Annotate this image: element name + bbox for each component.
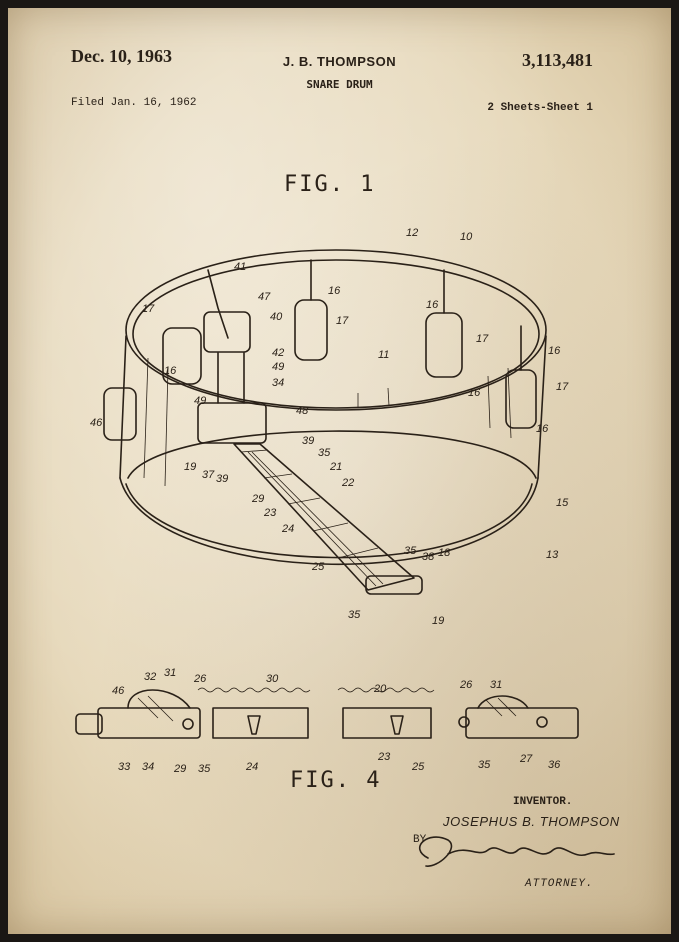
inventor-label: INVENTOR. (513, 796, 573, 808)
reference-numeral: 47 (258, 291, 271, 303)
reference-numeral: 46 (90, 417, 103, 429)
reference-numeral: 35 (404, 545, 417, 557)
reference-numeral: 32 (144, 671, 156, 683)
reference-numeral: 35 (478, 759, 491, 771)
attorney-signature-stroke (419, 836, 615, 867)
reference-numeral: 35 (318, 447, 331, 459)
reference-numeral: 16 (468, 387, 481, 399)
inventor-name: JOSEPHUS B. THOMPSON (443, 814, 620, 829)
reference-numeral: 30 (266, 673, 279, 685)
reference-numeral: 49 (272, 361, 284, 373)
reference-numeral: 31 (164, 667, 176, 679)
reference-numeral: 39 (302, 435, 314, 447)
reference-numeral: 42 (272, 347, 284, 359)
reference-numeral: 22 (341, 477, 354, 489)
reference-numeral: 29 (173, 763, 186, 775)
reference-numeral: 11 (378, 349, 389, 361)
reference-numeral: 33 (118, 761, 131, 773)
lug (103, 387, 137, 441)
reference-numeral: 23 (377, 751, 391, 763)
reference-numeral: 16 (426, 299, 439, 311)
by-label: BY (413, 834, 427, 846)
reference-numeral: 16 (164, 365, 177, 377)
reference-numeral: 17 (336, 315, 349, 327)
fig1-label: FIG. 1 (284, 172, 376, 197)
reference-numeral: 26 (459, 679, 473, 691)
reference-numeral: 38 (422, 551, 435, 563)
fig4-drawing (75, 687, 579, 739)
reference-numeral: 41 (234, 261, 246, 273)
reference-numeral: 20 (373, 683, 387, 695)
reference-numeral: 21 (329, 461, 342, 473)
reference-numeral: 34 (272, 377, 284, 389)
filed-date: Filed Jan. 16, 1962 (71, 97, 197, 109)
patent-date: Dec. 10, 1963 (71, 46, 172, 66)
inventor-header: J. B. THOMPSON (282, 54, 397, 69)
reference-numeral: 10 (460, 231, 473, 243)
reference-numeral: 27 (519, 753, 533, 765)
reference-numeral: 19 (432, 615, 444, 627)
fig4-label: FIG. 4 (290, 768, 382, 793)
reference-numeral: 36 (548, 759, 561, 771)
patent-title: SNARE DRUM (306, 78, 373, 91)
reference-numeral: 29 (251, 493, 264, 505)
lug (294, 299, 328, 361)
reference-numeral: 16 (328, 285, 341, 297)
reference-numeral: 35 (198, 763, 211, 775)
reference-numeral: 23 (263, 507, 277, 519)
fig4-reference-numerals: 46 32 31 26 30 20 26 31 33 34 29 35 24 23 25 35 27 36 (112, 667, 561, 775)
reference-numeral: 35 (348, 609, 361, 621)
reference-numeral: 15 (556, 497, 569, 509)
reference-numeral: 13 (546, 549, 559, 561)
attorney-label: ATTORNEY. (525, 878, 594, 890)
reference-numeral: 37 (202, 469, 215, 481)
reference-numeral: 17 (476, 333, 489, 345)
reference-numeral: 25 (311, 561, 325, 573)
tension-lugs (103, 259, 537, 441)
patent-number: 3,113,481 (521, 50, 593, 70)
reference-numeral: 24 (245, 761, 258, 773)
reference-numeral: 39 (216, 473, 228, 485)
reference-numeral: 24 (281, 523, 294, 535)
reference-numeral: 46 (112, 685, 125, 697)
reference-numeral: 18 (438, 547, 451, 559)
reference-numeral: 16 (548, 345, 561, 357)
patent-sheet: Dec. 10, 1963 J. B. THOMPSON SNARE DRUM … (8, 8, 671, 934)
sheet-count: 2 Sheets-Sheet 1 (487, 102, 593, 114)
fig1-reference-numerals: 10 12 41 47 40 16 17 11 42 49 34 48 16 17 16 17 16 17 16 46… (90, 227, 569, 627)
reference-numeral: 34 (142, 761, 154, 773)
reference-numeral: 48 (296, 405, 309, 417)
lug (425, 312, 463, 378)
reference-numeral: 19 (184, 461, 196, 473)
reference-numeral: 26 (193, 673, 207, 685)
reference-numeral: 17 (142, 303, 155, 315)
reference-numeral: 25 (411, 761, 425, 773)
reference-numeral: 40 (270, 311, 283, 323)
reference-numeral: 17 (556, 381, 569, 393)
reference-numeral: 12 (406, 227, 418, 239)
snare-wires (233, 443, 423, 595)
lug (162, 327, 202, 385)
reference-numeral: 49 (194, 395, 206, 407)
reference-numeral: 16 (536, 423, 549, 435)
fig1-drawing: 10 12 41 47 40 16 17 11 42 49 34 48 16 17 16 17 16 17 16 46… (75, 227, 615, 867)
snare-strainer (197, 269, 267, 444)
reference-numeral: 31 (490, 679, 502, 691)
